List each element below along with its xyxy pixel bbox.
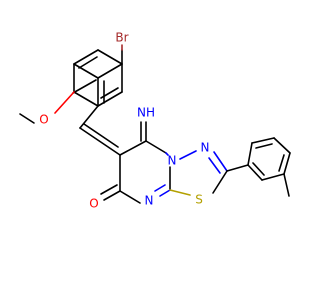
bond (212, 170, 228, 194)
bond (97, 49, 123, 65)
bromine-atom-label: Br (115, 31, 128, 45)
bond (159, 189, 171, 197)
bond (100, 184, 118, 195)
tolyl-ring (226, 137, 291, 197)
bond (54, 91, 75, 114)
atom-labels: Br O NH N N S N O (39, 31, 209, 211)
bond (97, 63, 123, 79)
bromo-methoxy-phenyl-ring (73, 44, 123, 107)
benzylidene-bridge (79, 105, 121, 156)
pyrimidine-ring (100, 121, 171, 204)
fused-nitrogen-label: N (168, 154, 177, 168)
carbonyl-oxygen-label: O (89, 197, 98, 211)
bond (97, 91, 123, 107)
molecule-canvas: Br O NH N N S N O (19, 30, 291, 211)
bond (226, 164, 249, 172)
bond (255, 143, 273, 149)
methoxy-group (19, 91, 75, 124)
bond (79, 127, 121, 156)
bond (251, 137, 275, 144)
bond (247, 164, 263, 181)
bond (283, 173, 290, 197)
bond (247, 142, 253, 166)
bond (165, 152, 169, 156)
bond (154, 184, 166, 192)
bond (79, 105, 99, 129)
bond (252, 162, 265, 176)
bond (73, 49, 99, 65)
bond (103, 190, 121, 201)
imine-nh-label: NH (137, 106, 155, 120)
bond (78, 56, 98, 69)
bond (145, 140, 167, 154)
thiadiazole-ring (169, 150, 228, 196)
methoxy-oxygen-label: O (39, 113, 48, 127)
thiadiazole-nitrogen-label: N (201, 141, 210, 155)
bond (83, 123, 119, 148)
bond (119, 140, 147, 156)
bond (283, 152, 291, 175)
bond (213, 151, 228, 172)
bond (261, 173, 285, 181)
sulfur-atom-label: S (195, 193, 203, 207)
bond (208, 157, 221, 174)
bond (73, 63, 99, 79)
pyrimidine-nitrogen-label: N (145, 194, 154, 208)
bond (73, 91, 99, 107)
bond (273, 137, 291, 154)
bond (19, 113, 35, 124)
bond (100, 87, 119, 99)
benzene-ring-outline (72, 79, 97, 94)
bond (278, 154, 285, 172)
bond (169, 189, 191, 196)
bond (119, 190, 141, 204)
bond (72, 79, 97, 94)
molecule-structure: Br O NH N N S N O (19, 31, 291, 211)
bond (179, 150, 197, 160)
